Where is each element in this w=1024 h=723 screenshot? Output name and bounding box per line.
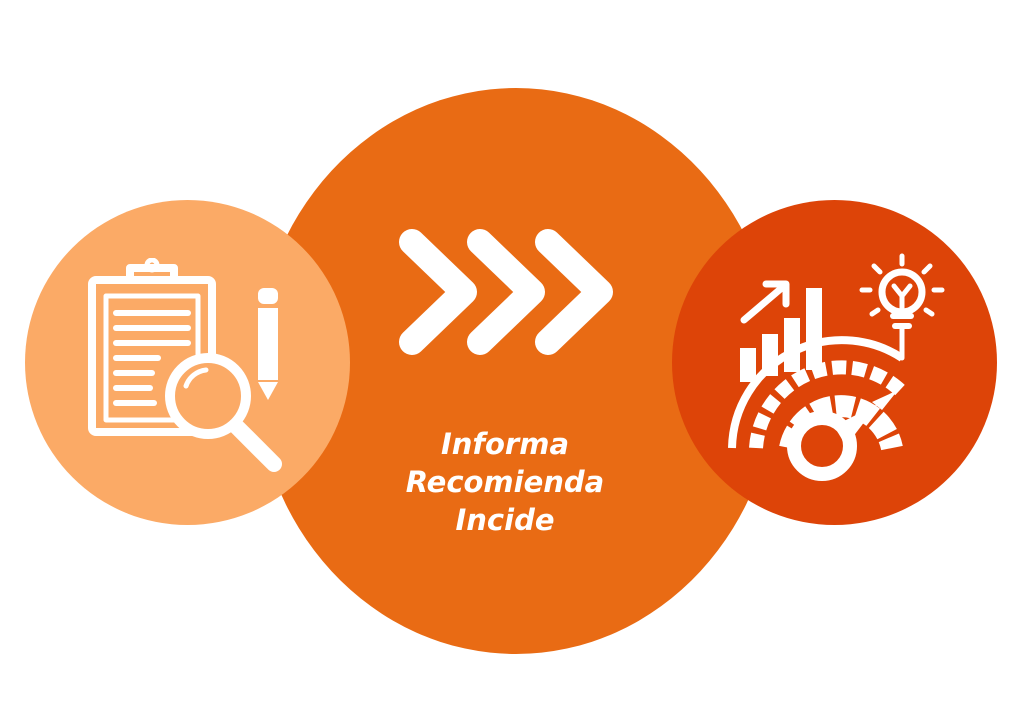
label-recomienda: Recomienda (405, 465, 605, 499)
growth-gauge-lightbulb-icon (728, 253, 945, 481)
label-informa: Informa (440, 427, 570, 461)
center-labels: Informa Recomienda Incide (360, 425, 650, 539)
triple-chevron-right-icon (399, 229, 613, 355)
clipboard-magnifier-icon (88, 258, 282, 472)
label-incide: Incide (455, 503, 555, 537)
